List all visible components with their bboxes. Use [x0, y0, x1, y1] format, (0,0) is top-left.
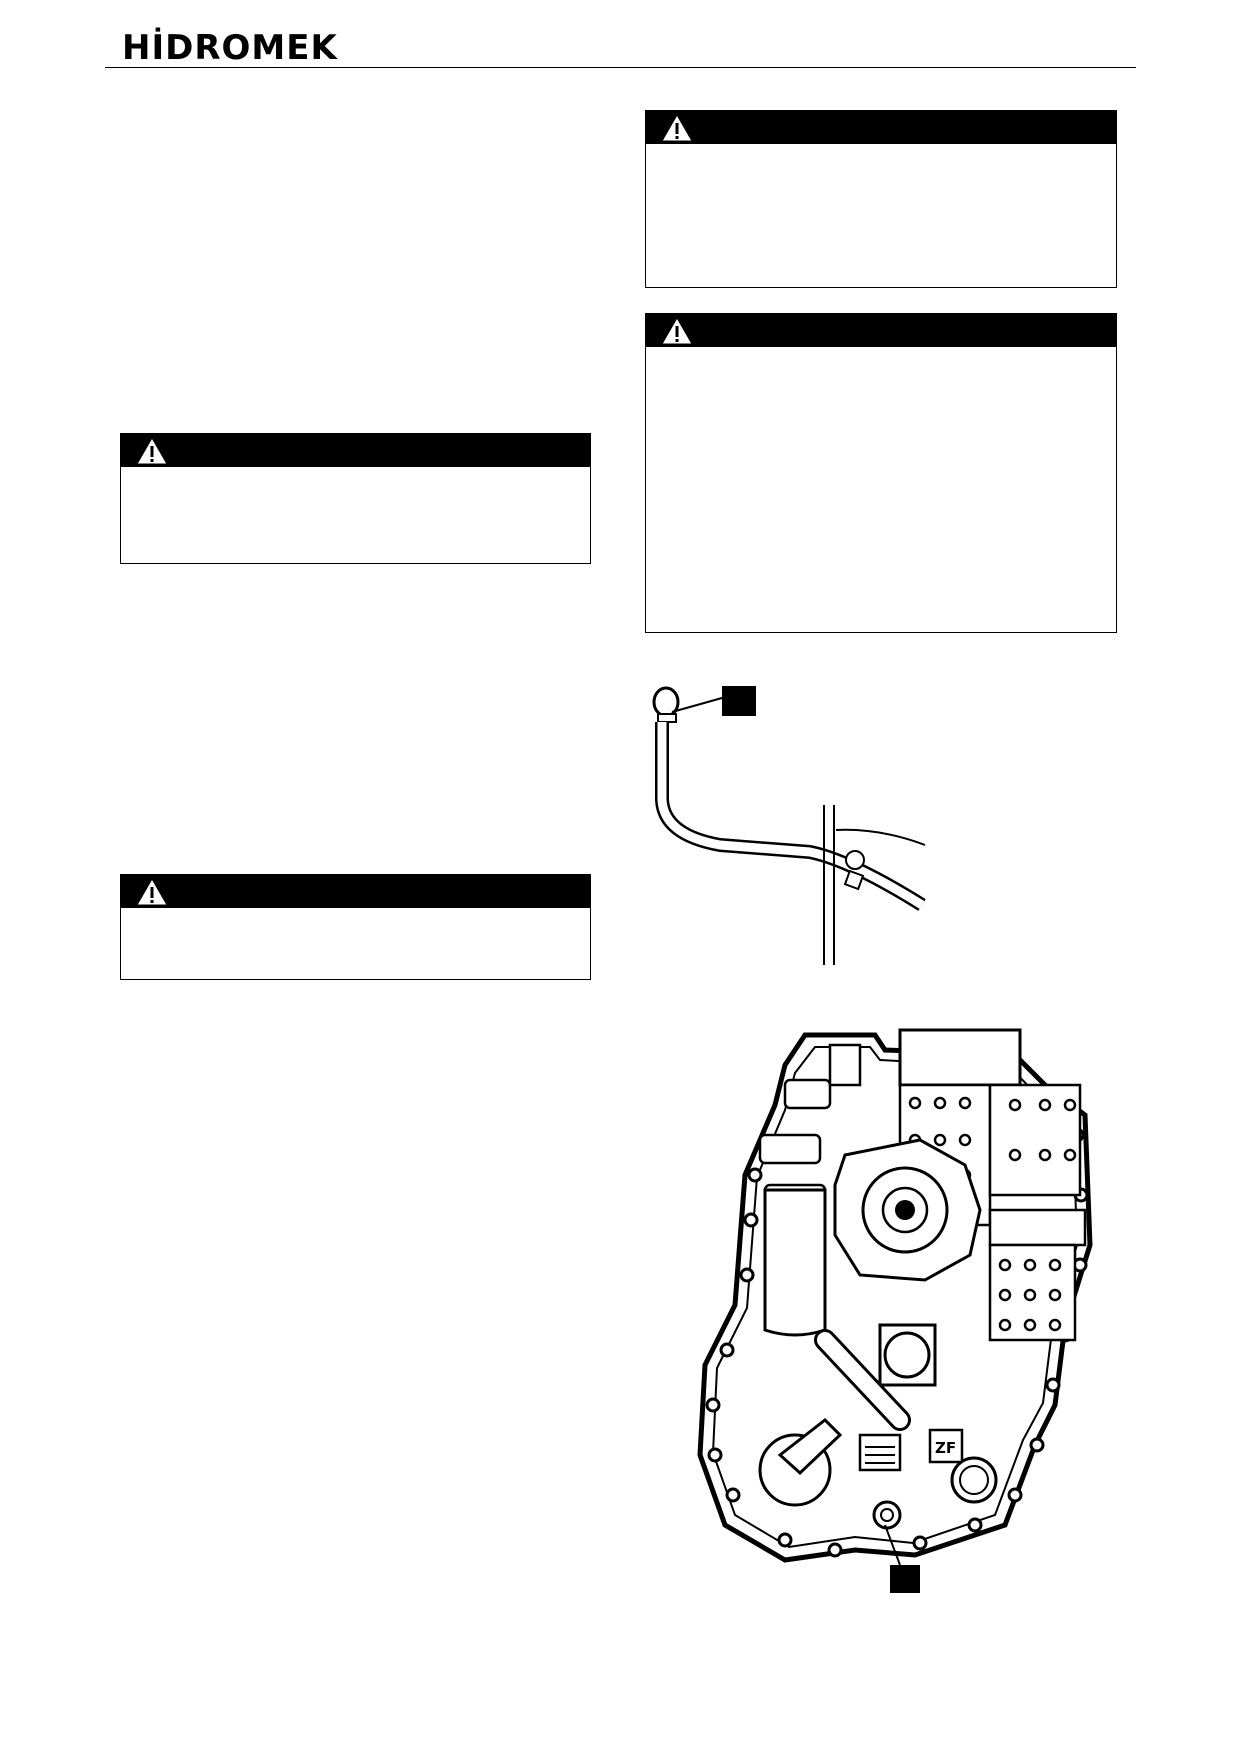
warning-triangle-icon [136, 878, 168, 906]
warning-header-bar [121, 434, 590, 467]
warning-header-bar [646, 111, 1116, 144]
dipstick-illustration [652, 686, 926, 965]
header-rule [105, 67, 1136, 68]
callout-marker [890, 1565, 920, 1593]
warning-body [646, 144, 1116, 160]
warning-triangle-icon [661, 317, 693, 345]
warning-header-bar [121, 875, 590, 908]
callout-marker [722, 686, 756, 716]
warning-triangle-icon [136, 437, 168, 465]
brand-logo: HİDROMEK [122, 28, 338, 68]
right-warning-1 [645, 110, 1117, 288]
warning-triangle-icon [661, 114, 693, 142]
right-warning-2 [645, 313, 1117, 633]
warning-header-bar [646, 314, 1116, 347]
svg-text:ZF: ZF [935, 1439, 956, 1457]
left-warning-1 [120, 433, 591, 564]
transmission-illustration: ZF [697, 1028, 1093, 1593]
warning-body [121, 467, 590, 483]
warning-body [646, 347, 1116, 363]
warning-body [121, 908, 590, 924]
left-warning-2 [120, 874, 591, 980]
